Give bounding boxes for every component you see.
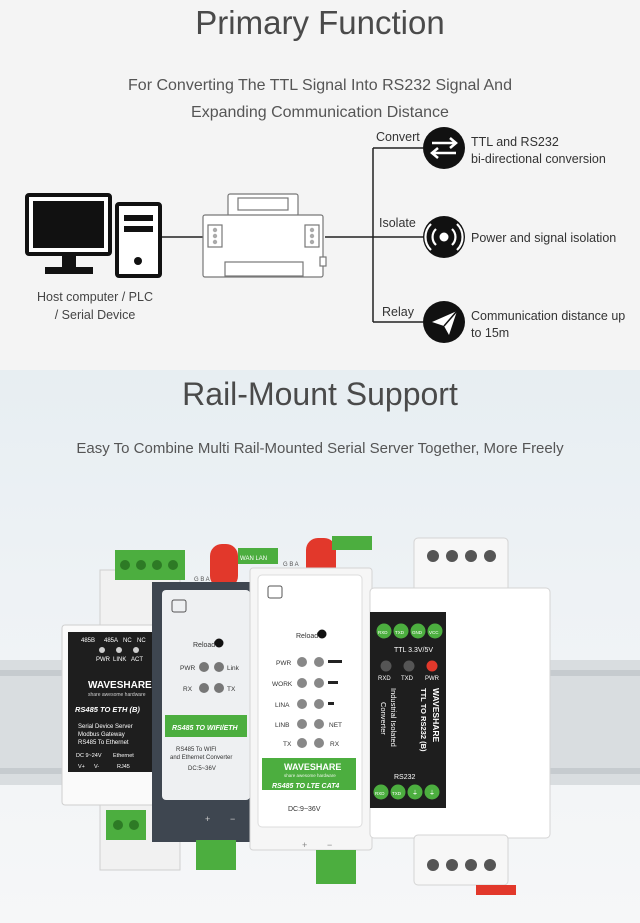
minus-label: − bbox=[230, 814, 235, 824]
model-name: RS485 TO ETH (B) bbox=[75, 705, 140, 714]
minus-label: − bbox=[327, 840, 332, 850]
feature-isolate-text: Power and signal isolation bbox=[471, 231, 617, 245]
pin-label: V- bbox=[94, 764, 99, 770]
branch-label-isolate: Isolate bbox=[379, 216, 416, 230]
led-label: NET bbox=[329, 722, 342, 729]
device-rs485-to-lte bbox=[249, 536, 373, 884]
model-name: RS485 TO WIFI/ETH bbox=[172, 725, 239, 732]
terminal-label: 485B bbox=[81, 638, 95, 644]
led-label: PWR bbox=[276, 660, 291, 667]
ttl-voltage-label: TTL 3.3V/5V bbox=[394, 647, 433, 654]
section-subtitle: Easy To Combine Multi Rail-Mounted Seria… bbox=[76, 440, 564, 457]
led-label: PWR bbox=[96, 657, 111, 663]
description-line: Serial Device Server bbox=[78, 724, 133, 730]
signal-isolation-icon bbox=[423, 216, 465, 258]
pin-label: ⏚ bbox=[429, 790, 435, 797]
brand-tagline: share awesome hardware bbox=[284, 773, 336, 778]
pin-label: RJ45 bbox=[117, 764, 130, 770]
pin-label: GND bbox=[412, 630, 423, 635]
brand-logo: WAVESHARE bbox=[431, 688, 441, 742]
vertical-description: Industrial Isolated bbox=[389, 688, 398, 747]
description-line: RS485 To Ethernet bbox=[78, 740, 129, 746]
pin-label: VCC bbox=[429, 630, 439, 635]
power-label: DC:9~36V bbox=[288, 806, 321, 813]
led-label: RXD bbox=[378, 676, 391, 682]
pin-label: V+ bbox=[78, 764, 85, 770]
description-line: and Ethernet Converter bbox=[170, 755, 232, 761]
power-label: DC:5~36V bbox=[188, 766, 216, 772]
monitor-icon bbox=[25, 193, 112, 274]
terminal-label: G B A bbox=[283, 562, 299, 568]
bidirectional-arrows-icon bbox=[423, 127, 465, 169]
led-label: LINB bbox=[275, 722, 289, 729]
power-label: DC 9~24V bbox=[76, 753, 102, 759]
device-ttl-to-rs232 bbox=[369, 537, 551, 895]
brand-tagline: share awesome hardware bbox=[88, 692, 146, 698]
section-subtitle: For Converting The TTL Signal Into RS232… bbox=[128, 77, 512, 121]
pin-label: TXD bbox=[392, 791, 402, 796]
pin-label: RXD bbox=[375, 791, 385, 796]
description-line: Modbus Gateway bbox=[78, 732, 125, 738]
host-label: Host computer / PLC / Serial Device bbox=[36, 290, 153, 322]
pin-label: RXD bbox=[378, 630, 388, 635]
brand-logo: WAVESHARE bbox=[88, 680, 152, 691]
pin-label: TXD bbox=[395, 630, 405, 635]
port-label: Ethernet bbox=[113, 753, 134, 759]
model-name: RS485 TO LTE CAT4 bbox=[272, 783, 339, 790]
led-label: LINA bbox=[275, 702, 290, 709]
section-title: Rail-Mount Support bbox=[182, 376, 458, 412]
terminal-label: G B A bbox=[194, 577, 210, 583]
led-label: RX bbox=[330, 741, 340, 748]
port-label: WAN LAN bbox=[240, 556, 267, 562]
model-name: TTL TO RS232 (B) bbox=[419, 688, 428, 752]
description-line: RS485 To WIFI bbox=[176, 747, 217, 753]
feature-relay-text: Communication distance up to 15m bbox=[471, 309, 626, 340]
port-label: RS232 bbox=[394, 774, 416, 781]
device-rs485-to-wifi-eth bbox=[152, 544, 278, 870]
function-diagram bbox=[25, 127, 465, 343]
led-label: TX bbox=[283, 741, 292, 748]
led-label: PWR bbox=[425, 676, 440, 682]
plus-label: + bbox=[205, 814, 210, 824]
reload-label: Reload bbox=[296, 633, 318, 640]
branch-label-convert: Convert bbox=[376, 130, 420, 144]
led-label: RX bbox=[183, 686, 193, 693]
plus-label: + bbox=[302, 840, 307, 850]
section-title: Primary Function bbox=[195, 4, 445, 41]
led-label: ACT bbox=[131, 657, 143, 663]
branch-label-relay: Relay bbox=[382, 305, 414, 319]
vertical-description: Converter bbox=[379, 702, 388, 735]
led-label: WORK bbox=[272, 681, 293, 688]
feature-convert-text: TTL and RS232 bi-directional conversion bbox=[471, 135, 606, 166]
led-label: LINK bbox=[113, 657, 126, 663]
led-label: TX bbox=[227, 686, 236, 693]
devices-illustration: 485B 485A NC NC PWR LINK ACT WAVESHARE s… bbox=[0, 536, 640, 895]
terminal-label: NC bbox=[137, 638, 146, 644]
pin-label: ⏚ bbox=[412, 790, 418, 797]
terminal-label: NC bbox=[123, 638, 132, 644]
terminal-label: 485A bbox=[104, 638, 118, 644]
led-label: Link bbox=[227, 665, 240, 672]
rail-mount-section: Rail-Mount Support Easy To Combine Multi… bbox=[0, 370, 640, 923]
led-label: PWR bbox=[180, 665, 195, 672]
converter-module-outline bbox=[202, 193, 327, 278]
computer-tower-icon bbox=[115, 202, 162, 278]
primary-function-section: Primary Function For Converting The TTL … bbox=[0, 0, 640, 370]
reload-label: Reload bbox=[193, 642, 215, 649]
brand-logo: WAVESHARE bbox=[284, 762, 341, 772]
led-label: TXD bbox=[401, 676, 414, 682]
paper-plane-icon bbox=[423, 301, 465, 343]
